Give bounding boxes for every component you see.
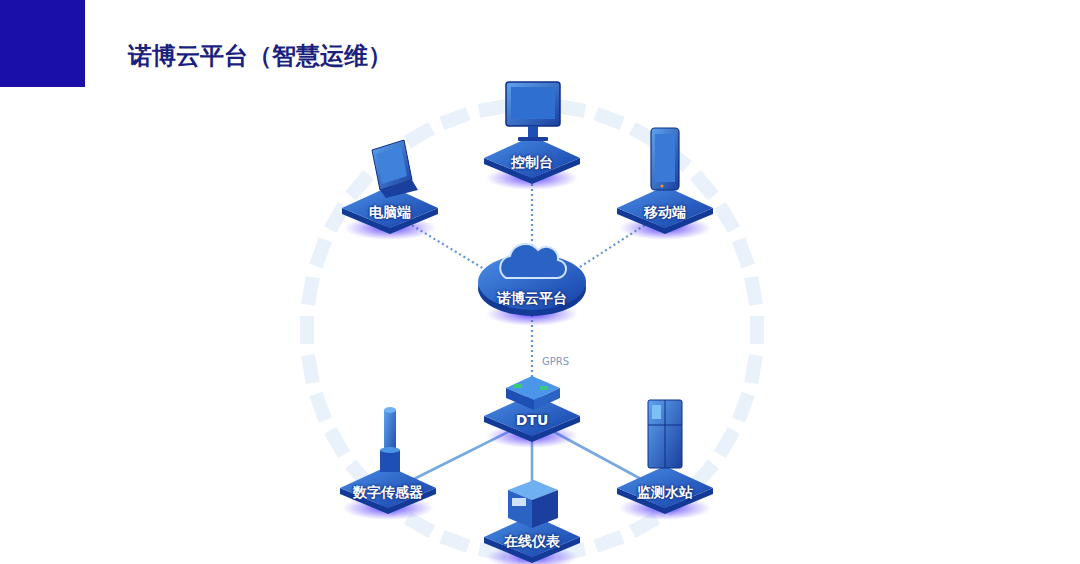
device-node: DTU <box>510 408 555 432</box>
node-label: 电脑端 <box>369 203 411 221</box>
ring-dash <box>404 122 435 148</box>
platform <box>617 466 713 508</box>
node-label: 移动端 <box>644 203 686 221</box>
platform <box>484 136 580 178</box>
corner-block <box>0 0 85 87</box>
node-label: 监测水站 <box>637 483 693 501</box>
ring-dash <box>301 276 320 306</box>
sensor-icon <box>380 407 400 472</box>
ring-dash <box>732 237 755 268</box>
edge-label: GPRS <box>540 356 571 367</box>
phone-icon <box>651 128 679 190</box>
ring-dash <box>309 391 332 422</box>
page-title: 诺博云平台（智慧运维） <box>128 40 392 72</box>
node-label: DTU <box>516 411 549 429</box>
platforms <box>340 136 713 564</box>
ring-dash <box>744 354 763 384</box>
cloud-icon <box>500 244 566 278</box>
ring-dash <box>732 391 755 422</box>
station-icon <box>648 400 682 468</box>
node-label: 控制台 <box>511 153 553 171</box>
device-node: 数字传感器 <box>347 480 429 504</box>
device-node: 诺博云平台 <box>491 286 573 310</box>
ring-dash <box>300 316 314 344</box>
ring-dash <box>593 530 624 553</box>
ring-dash <box>690 170 719 200</box>
instrument-icon <box>508 480 558 528</box>
node-label: 诺博云平台 <box>497 289 567 307</box>
ring-dash <box>593 107 624 130</box>
ring-dash <box>439 530 470 553</box>
dtu-icon <box>506 376 560 410</box>
ring-dash <box>744 276 763 306</box>
ring-dash <box>439 107 470 130</box>
device-node: 在线仪表 <box>498 529 566 553</box>
device-node: 电脑端 <box>363 200 417 224</box>
node-label: 在线仪表 <box>504 532 560 550</box>
ring-dash <box>309 237 332 268</box>
node-label: 数字传感器 <box>353 483 423 501</box>
platform <box>617 186 713 228</box>
decor-ring <box>300 98 764 562</box>
ring-dash <box>324 427 350 458</box>
device-node: 监测水站 <box>631 480 699 504</box>
ring-dash <box>714 202 740 233</box>
ring-dash <box>750 316 764 344</box>
ring-dash <box>714 427 740 458</box>
device-node: 控制台 <box>505 150 559 174</box>
ring-dash <box>301 354 320 384</box>
laptop-icon <box>372 140 418 198</box>
platform <box>340 466 436 508</box>
device-node: 移动端 <box>638 200 692 224</box>
monitor-icon <box>506 82 560 141</box>
ring-dash <box>478 99 508 118</box>
